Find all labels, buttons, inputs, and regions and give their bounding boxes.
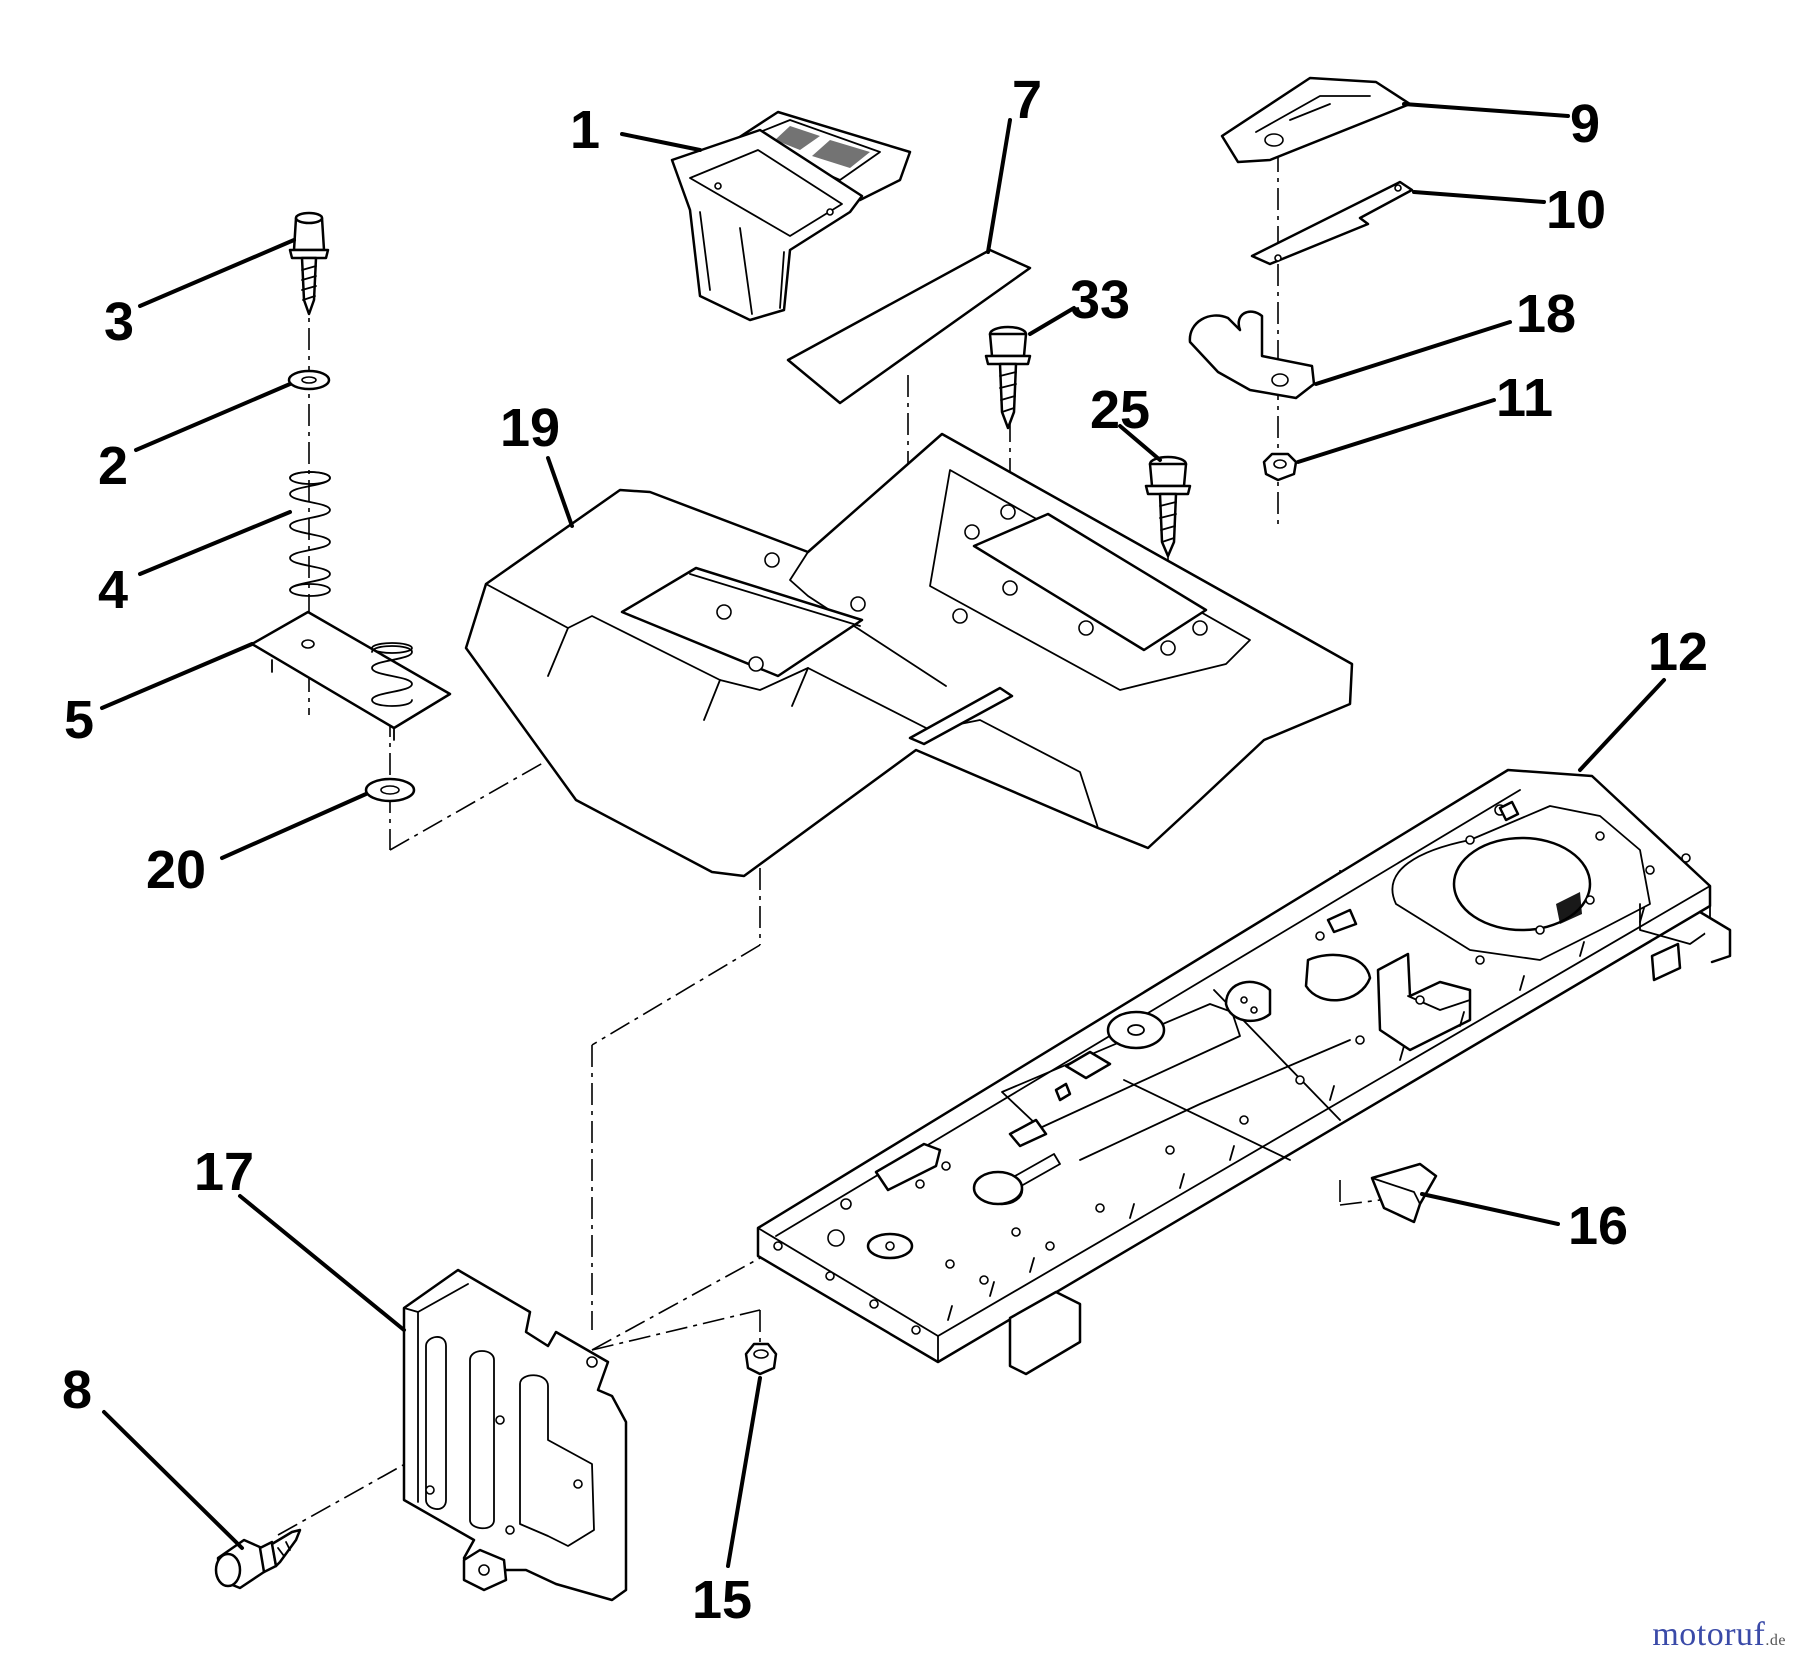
callout-1: 1 — [570, 100, 600, 160]
bolt-part-8 — [214, 1528, 302, 1590]
nut-part-15 — [744, 1342, 778, 1376]
callout-15: 15 — [692, 1570, 752, 1630]
screw-part-33 — [984, 325, 1032, 430]
callout-numbers: 1 7 9 10 18 11 33 25 3 2 4 5 20 19 12 16… — [62, 70, 1708, 1630]
callout-25: 25 — [1090, 380, 1150, 440]
spring-part-4 — [289, 471, 331, 597]
bolt-part-3 — [288, 211, 330, 316]
leader-lines — [100, 102, 1666, 1568]
screw-part-25 — [1144, 455, 1192, 558]
callout-8: 8 — [62, 1360, 92, 1420]
callout-4: 4 — [98, 560, 128, 620]
bracket-plate-part — [1250, 180, 1414, 266]
callout-12: 12 — [1648, 622, 1708, 682]
spring-plate-part — [250, 610, 452, 741]
callout-20: 20 — [146, 840, 206, 900]
footrest-panel-part — [464, 432, 1354, 878]
callout-17: 17 — [194, 1142, 254, 1202]
watermark: motoruf.de — [1652, 1616, 1786, 1654]
callout-10: 10 — [1546, 180, 1606, 240]
frame-part — [756, 768, 1732, 1376]
washer-part-2 — [287, 369, 331, 391]
callout-5: 5 — [64, 690, 94, 750]
mounting-plate-part — [402, 1268, 628, 1602]
washer-part-20 — [364, 777, 416, 803]
cover-plate-part — [1220, 76, 1412, 164]
callout-33: 33 — [1070, 270, 1130, 330]
callout-11: 11 — [1496, 368, 1553, 428]
callout-18: 18 — [1516, 284, 1576, 344]
callout-2: 2 — [98, 436, 128, 496]
watermark-suffix: .de — [1765, 1632, 1786, 1649]
callout-19: 19 — [500, 398, 560, 458]
small-bracket-part — [1370, 1162, 1438, 1224]
callout-16: 16 — [1568, 1196, 1628, 1256]
callout-7: 7 — [1012, 70, 1042, 130]
storage-tray-part — [670, 110, 912, 322]
nut-part-11 — [1262, 452, 1298, 482]
callout-9: 9 — [1570, 94, 1600, 154]
callout-3: 3 — [104, 292, 134, 352]
clamp-part — [1188, 310, 1316, 400]
watermark-text: motoruf — [1652, 1616, 1766, 1653]
decal-part — [786, 248, 1032, 405]
